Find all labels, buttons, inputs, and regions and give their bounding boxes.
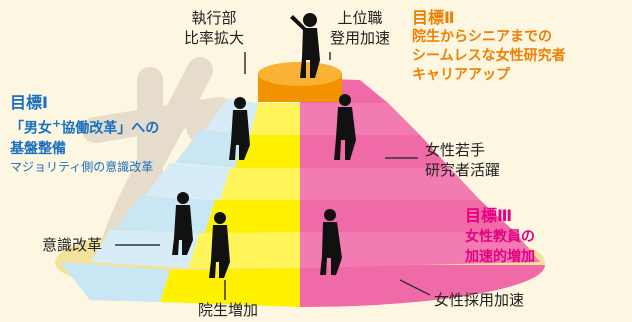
goal1-line3: マジョリティ側の意識改革 xyxy=(10,159,154,174)
label-executive-ratio: 執行部 比率拡大 xyxy=(184,9,245,47)
goal3-line2: 加速的増加 xyxy=(465,249,535,265)
goal2-block: 目標Ⅱ 院生からシニアまでの シームレスな女性研究者 キャリアアップ xyxy=(412,8,566,85)
goal1-line1: 「男女+協働改革」への xyxy=(10,117,160,137)
label-senior-promotion: 上位職 登用加速 xyxy=(330,9,391,47)
orange-top-platform xyxy=(258,62,342,102)
yellow-steps xyxy=(160,103,300,307)
goal2-title: 目標Ⅱ xyxy=(412,8,455,27)
goal1-line2: 基盤整備 xyxy=(10,140,66,157)
label-hiring: 女性採用加速 xyxy=(434,291,525,309)
goal3-line1: 女性教員の xyxy=(465,229,535,245)
goal2-line1: 院生からシニアまでの xyxy=(412,29,552,45)
people-silhouettes xyxy=(172,13,356,278)
goal3-block: 目標Ⅲ 女性教員の 加速的増加 xyxy=(465,205,535,267)
label-young-researchers: 女性若手 研究者活躍 xyxy=(425,141,501,179)
label-grad-students: 院生増加 xyxy=(198,301,259,319)
goal1-block: 目標Ⅰ 「男女+協働改革」への 基盤整備 マジョリティ側の意識改革 xyxy=(10,92,159,176)
callout-lines xyxy=(115,52,431,300)
goal3-title: 目標Ⅲ xyxy=(465,206,513,225)
goal1-title: 目標Ⅰ xyxy=(10,93,48,112)
label-awareness: 意識改革 xyxy=(42,236,103,254)
goal2-line2: シームレスな女性研究者 xyxy=(412,48,566,64)
blue-steps xyxy=(60,98,258,302)
goal2-line3: キャリアアップ xyxy=(412,67,510,83)
